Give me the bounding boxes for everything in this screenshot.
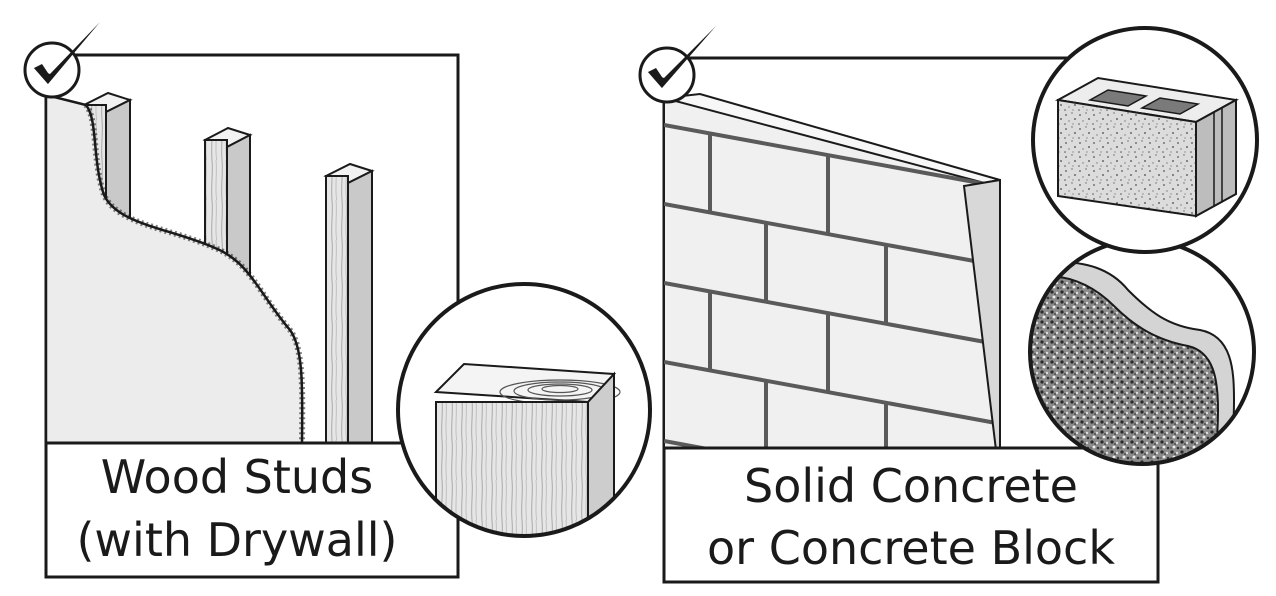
caption-box (662, 446, 1160, 584)
wood-studs-panel: Wood Studs (with Drywall) (23, 22, 652, 579)
caption-line-1: Wood Studs (101, 450, 373, 504)
caption-line-2: or Concrete Block (707, 521, 1115, 575)
checkmark-icon (23, 22, 100, 99)
drywall-sheet (46, 93, 304, 443)
wood-stud-cross-section-icon (396, 282, 652, 538)
caption-line-2: (with Drywall) (76, 513, 397, 567)
concrete-texture-icon (1028, 238, 1256, 466)
solid-concrete-panel: Solid Concrete or Concrete Block (638, 26, 1259, 584)
caption-line-1: Solid Concrete (744, 459, 1078, 513)
checkmark-icon (638, 26, 716, 104)
wood-stud (323, 162, 375, 443)
brick-wall (664, 92, 1001, 448)
concrete-block-icon (1031, 26, 1259, 254)
caption-box (44, 441, 460, 579)
